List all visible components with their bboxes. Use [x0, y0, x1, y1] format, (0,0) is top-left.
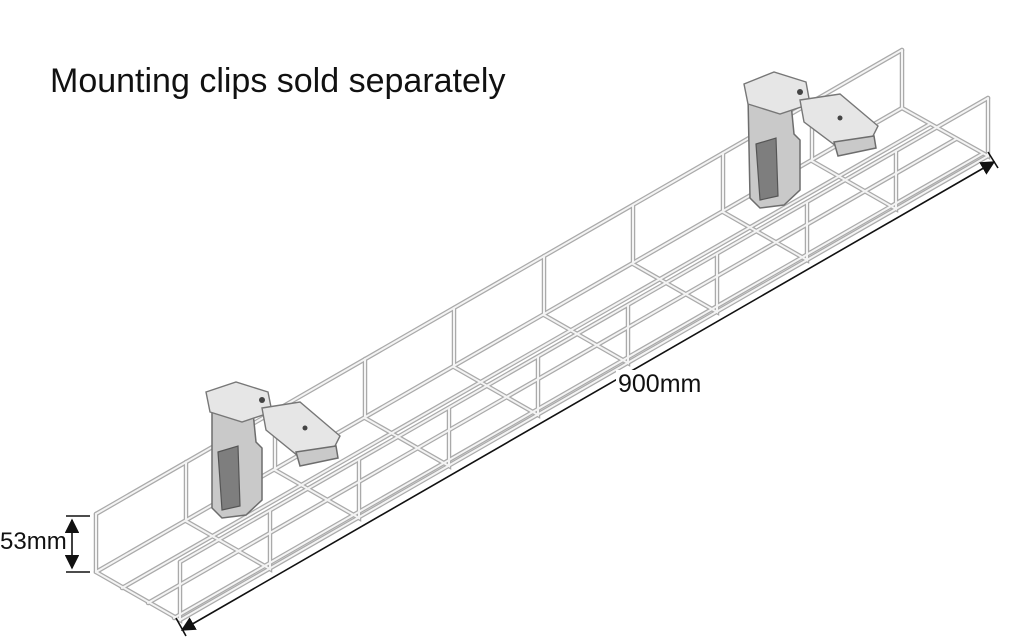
wire-highlight: [95, 513, 181, 622]
length-dimension-line: [175, 151, 999, 637]
wire-highlight: [173, 153, 983, 619]
height-dimension-line: [64, 515, 90, 573]
wire-highlight: [901, 49, 989, 158]
height-dimension-label: 53mm: [0, 528, 67, 555]
wire-highlight: [179, 155, 989, 621]
wire-highlight: [121, 123, 931, 589]
caption-text: Mounting clips sold separately: [50, 62, 506, 100]
length-dimension-label: 900mm: [616, 370, 704, 399]
wire-highlight: [179, 97, 989, 563]
